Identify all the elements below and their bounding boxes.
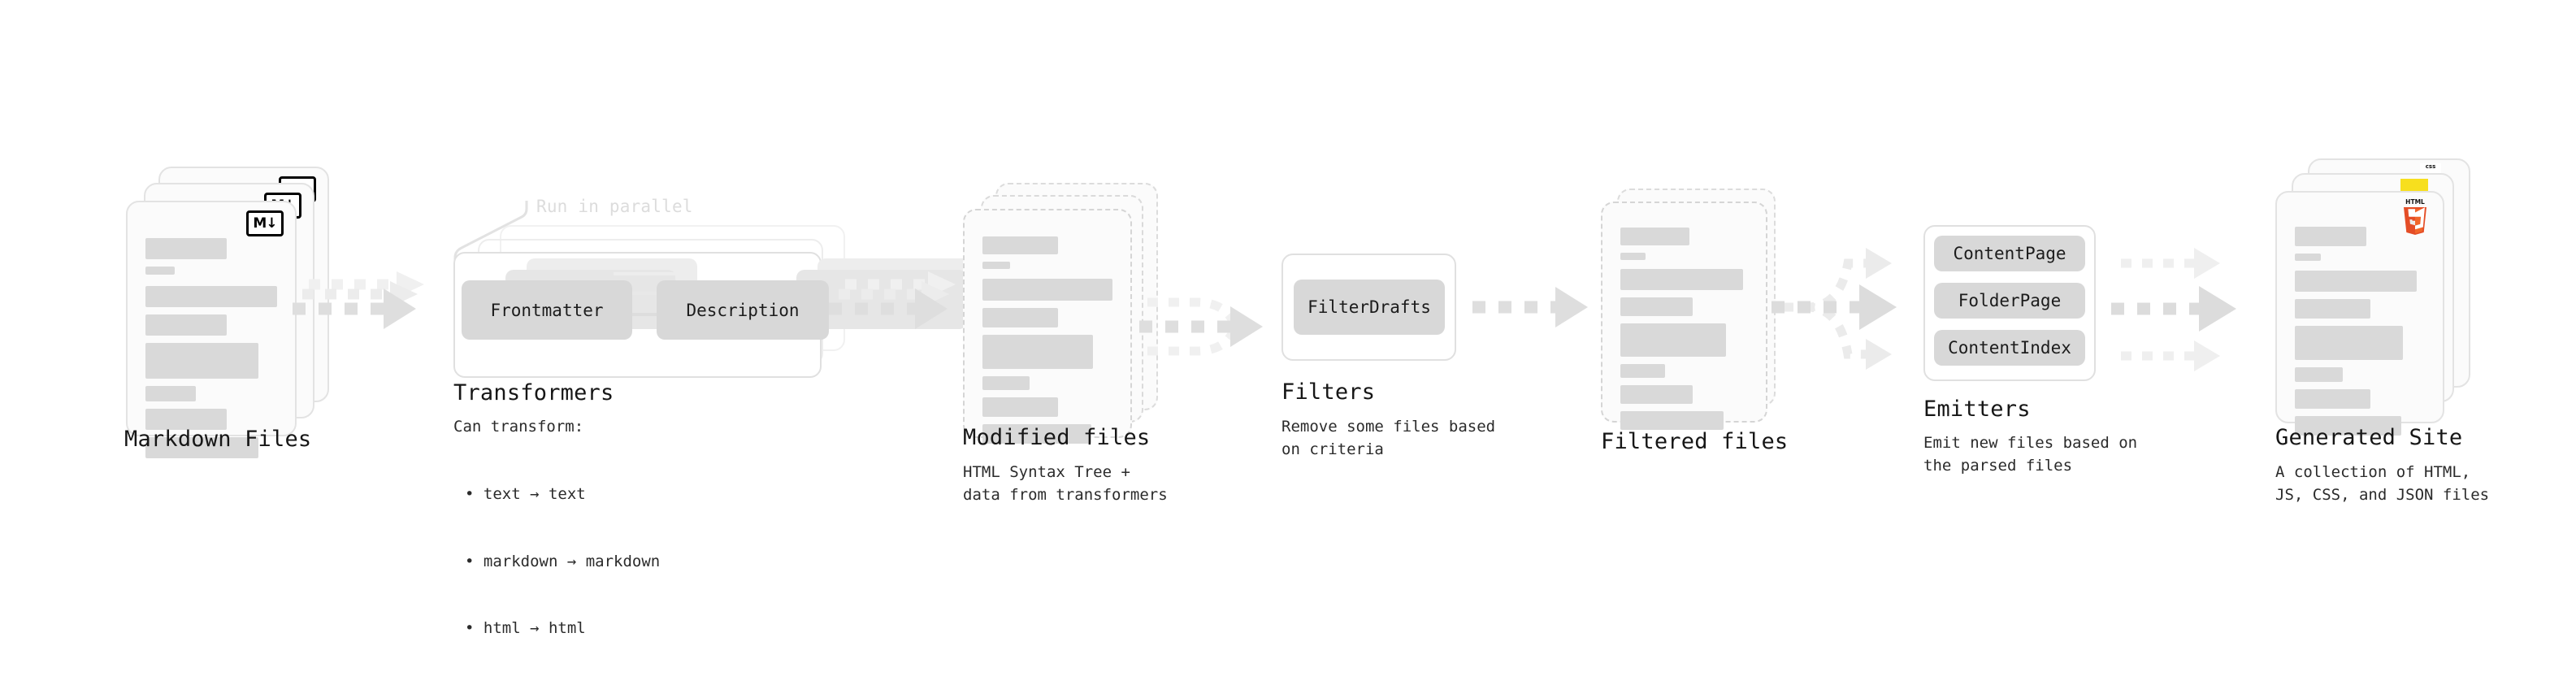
run-in-parallel-bracket (453, 201, 528, 276)
arrow-filtered-to-emitters (1772, 248, 1897, 370)
emitters-pill-label: FolderPage (1958, 291, 2062, 310)
markdown-badge-glyph: M↓ (253, 215, 277, 232)
emitters-title: Emitters (1923, 397, 2031, 422)
placeholder-line (145, 437, 259, 458)
modified-file-card-front (963, 209, 1132, 444)
placeholder-line (1620, 411, 1724, 430)
generated-site-card-front: HTML (2275, 191, 2444, 436)
generated-site-caption: A collection of HTML, JS, CSS, and JSON … (2275, 463, 2490, 504)
modified-files-title: Modified files (963, 425, 1151, 450)
emitters-pill-contentindex[interactable]: ContentIndex (1934, 330, 2085, 366)
placeholder-line (145, 386, 196, 401)
filters-title: Filters (1281, 379, 1376, 405)
placeholder-line (982, 397, 1058, 417)
transformers-caption: Can transform: (453, 418, 584, 436)
transformer-pill-label: Frontmatter (490, 300, 604, 320)
placeholder-line (2295, 227, 2366, 246)
placeholder-line (145, 286, 277, 307)
placeholder-line (2295, 299, 2370, 319)
placeholder-line (982, 279, 1112, 301)
placeholder-line (982, 308, 1058, 327)
markdown-files-title: Markdown Files (124, 427, 312, 452)
css3-badge-label: css (2425, 163, 2436, 170)
svg-text:HTML: HTML (2405, 198, 2425, 206)
placeholder-lines (2295, 227, 2425, 443)
transformers-bullet: • text → text (465, 485, 586, 504)
arrow-transformers-to-modified (829, 271, 956, 329)
placeholder-line (2295, 326, 2403, 360)
filtered-files-title: Filtered files (1601, 429, 1789, 454)
transformers-title: Transformers (453, 380, 614, 405)
html5-icon: HTML (2404, 198, 2426, 235)
placeholder-line (1620, 297, 1693, 316)
emitters-pill-label: ContentPage (1953, 244, 2066, 263)
transformer-pill-frontmatter[interactable]: Frontmatter (462, 280, 632, 340)
filters-pill-filterdrafts[interactable]: FilterDrafts (1294, 280, 1445, 335)
placeholder-lines (982, 236, 1112, 451)
generated-site-title: Generated Site (2275, 425, 2463, 450)
modified-files-caption: HTML Syntax Tree + data from transformer… (963, 463, 1168, 504)
transformers-bullet: • html → html (465, 619, 586, 638)
placeholder-line (982, 376, 1030, 390)
run-in-parallel-label: Run in parallel (536, 197, 693, 216)
markdown-file-card-front: M↓ (126, 201, 297, 458)
arrow-markdown-to-transformers (293, 271, 424, 329)
placeholder-line (2295, 416, 2402, 436)
placeholder-line (982, 236, 1058, 254)
emitters-pill-folderpage[interactable]: FolderPage (1934, 283, 2085, 319)
placeholder-line (1620, 385, 1693, 404)
placeholder-line (145, 238, 228, 259)
placeholder-line (1620, 269, 1743, 290)
placeholder-line (982, 262, 1010, 269)
placeholder-line (2295, 367, 2344, 382)
transformers-bullet-list: • text → text • markdown → markdown • ht… (465, 439, 660, 685)
arrow-filters-to-filtered (1472, 287, 1588, 327)
filters-pill-label: FilterDrafts (1308, 297, 1431, 317)
emitters-caption: Emit new files based on the parsed files (1923, 434, 2138, 475)
placeholder-line (1620, 228, 1689, 245)
arrow-modified-to-filters (1139, 297, 1263, 356)
markdown-badge-front: M↓ (246, 210, 284, 236)
transformers-bullet: • markdown → markdown (465, 552, 661, 570)
placeholder-line (1620, 364, 1665, 378)
placeholder-line (145, 343, 259, 379)
placeholder-lines (1620, 228, 1748, 437)
transformer-pill-label: Description (686, 300, 800, 320)
placeholder-line (145, 409, 228, 430)
placeholder-line (1620, 253, 1646, 260)
placeholder-lines (145, 238, 277, 466)
placeholder-line (145, 314, 228, 336)
placeholder-line (982, 424, 1092, 444)
placeholder-line (2295, 254, 2321, 261)
filtered-file-card-front (1601, 202, 1767, 430)
placeholder-line (2295, 271, 2418, 292)
placeholder-line (1620, 323, 1727, 357)
placeholder-line (982, 335, 1093, 369)
placeholder-line (145, 267, 175, 275)
emitters-pill-contentpage[interactable]: ContentPage (1934, 236, 2085, 271)
emitters-pill-label: ContentIndex (1948, 338, 2071, 358)
placeholder-line (2295, 389, 2370, 409)
filters-caption: Remove some files based on criteria (1281, 418, 1496, 458)
arrow-emitters-to-site (2111, 248, 2236, 371)
transformer-pill-description[interactable]: Description (657, 280, 829, 340)
